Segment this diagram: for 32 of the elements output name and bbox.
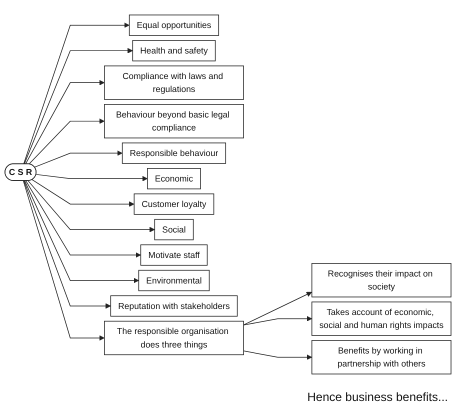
arrow [23,22,130,164]
arrow [36,174,148,181]
arrow [243,291,312,325]
arrow [243,316,312,325]
concept-box: Equal opportunities [128,14,220,36]
concept-box: Compliance with laws and regulations [104,65,244,100]
concept-box: Customer loyalty [134,193,214,214]
arrow [34,150,123,168]
concept-box: Economic [147,168,201,189]
arrow [28,180,155,232]
concept-box: The responsible organisation does three things [104,320,244,355]
concept-box: Social [154,218,194,240]
arrow [24,180,111,308]
concept-box: Takes account of economic, social and human rights impacts [312,301,452,336]
concept-box: Recognises their impact on society [312,262,452,297]
concept-box: Reputation with stakeholders [110,294,238,316]
arrow [26,180,141,258]
arrow [243,350,312,360]
central-oval: C S R [4,162,36,180]
concept-box: Benefits by working in partnership with others [312,340,452,374]
concept-box: Environmental [138,269,210,291]
arrow [28,118,105,164]
concept-box: Behaviour beyond basic legal compliance [104,104,244,138]
arrow [24,180,139,283]
concept-box: Motivate staff [140,244,208,266]
arrow [22,180,105,340]
note-text: Hence business benefits... [307,390,448,404]
concept-box: Health and safety [132,40,216,61]
concept-box: Responsible behaviour [122,142,226,164]
arrow [32,178,134,206]
arrow [24,47,133,164]
arrow [25,79,105,164]
